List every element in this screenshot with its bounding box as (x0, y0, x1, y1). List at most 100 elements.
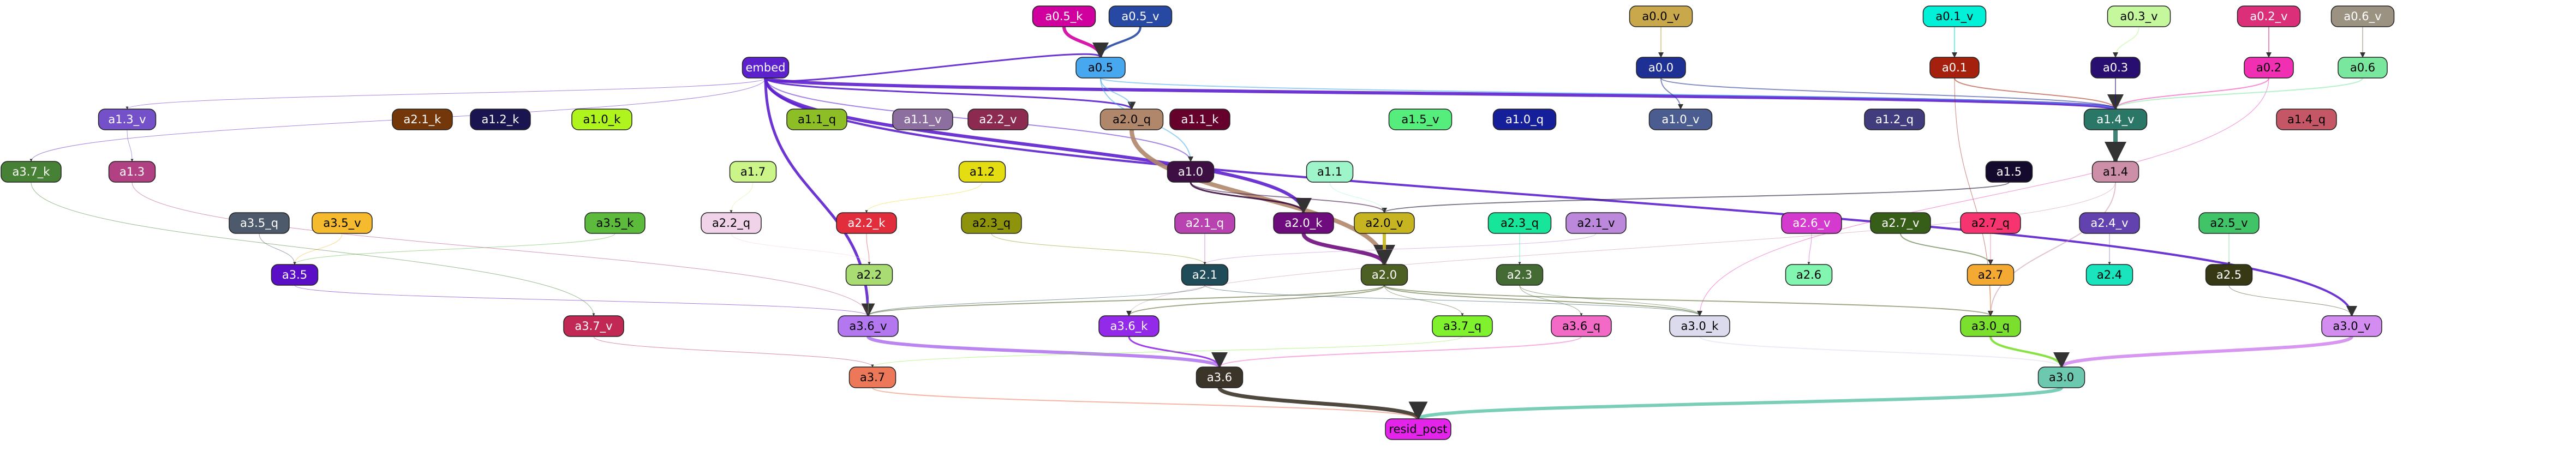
node-resid-post[interactable]: resid_post (1385, 418, 1451, 440)
node-a1-4[interactable]: a1.4 (2091, 161, 2139, 183)
node-a2-6-v[interactable]: a2.6_v (1781, 212, 1842, 234)
node-box (1174, 212, 1235, 234)
node-a0-3-v[interactable]: a0.3_v (2107, 5, 2171, 27)
node-a2-0-v[interactable]: a2.0_v (1354, 212, 1415, 234)
node-a1-1-v[interactable]: a1.1_v (892, 109, 953, 130)
node-box (1967, 264, 2015, 286)
node-a3-6[interactable]: a3.6 (1196, 366, 1244, 388)
node-a2-0-k[interactable]: a2.0_k (1273, 212, 1334, 234)
node-a2-1[interactable]: a2.1 (1181, 264, 1229, 286)
node-a3-5[interactable]: a3.5 (271, 264, 319, 286)
node-a2-7-q[interactable]: a2.7_q (1960, 212, 2021, 234)
edge-a1_5-to-a2_0_v (1382, 182, 2010, 213)
node-a1-0-k[interactable]: a1.0_k (571, 109, 632, 130)
node-a2-3-q[interactable]: a2.3_q (961, 212, 1022, 234)
node-label: a2.3_q (972, 217, 1011, 230)
node-a0-0-v[interactable]: a0.0_v (1629, 5, 1693, 27)
node-box (1551, 315, 1612, 337)
node-a0-1[interactable]: a0.1 (1929, 57, 1980, 79)
edge-a3_7_q-to-a3_7 (871, 336, 1463, 368)
node-a3-5-k[interactable]: a3.5_k (584, 212, 646, 234)
node-a2-7-v[interactable]: a2.7_v (1870, 212, 1931, 234)
node-label: a1.0 (1178, 165, 1203, 178)
node-a0-6-v[interactable]: a0.6_v (2330, 5, 2395, 27)
node-label: a0.1_v (1935, 10, 1973, 23)
node-a1-4-v[interactable]: a1.4_v (2083, 109, 2148, 130)
node-a3-6-q[interactable]: a3.6_q (1551, 315, 1612, 337)
node-a0-1-v[interactable]: a0.1_v (1922, 5, 1987, 27)
node-a1-0-q[interactable]: a1.0_q (1492, 109, 1557, 130)
node-a1-0-v[interactable]: a1.0_v (1648, 109, 1713, 130)
node-box (1099, 109, 1164, 130)
node-a1-2-k[interactable]: a1.2_k (470, 109, 531, 130)
node-box (1432, 315, 1493, 337)
node-a1-4-q[interactable]: a1.4_q (2276, 109, 2337, 130)
edge-a2_3-to-a3_0_k (1519, 285, 1701, 316)
node-a2-3[interactable]: a2.3 (1496, 264, 1544, 286)
node-a2-1-k[interactable]: a2.1_k (392, 109, 453, 130)
node-a3-7-k[interactable]: a3.7_k (1, 161, 62, 183)
node-a1-1[interactable]: a1.1 (1306, 161, 1354, 183)
node-a1-5[interactable]: a1.5 (1985, 161, 2033, 183)
node-a3-5-v[interactable]: a3.5_v (312, 212, 373, 234)
edge-a3_5_v-to-a3_5 (293, 233, 343, 265)
node-a1-2[interactable]: a1.2 (958, 161, 1006, 183)
node-a2-1-q[interactable]: a2.1_q (1174, 212, 1235, 234)
node-embed[interactable]: embed (742, 57, 790, 79)
node-a3-6-v[interactable]: a3.6_v (838, 315, 899, 337)
node-a0-6[interactable]: a0.6 (2338, 57, 2388, 79)
node-a3-7-q[interactable]: a3.7_q (1432, 315, 1493, 337)
node-a2-4[interactable]: a2.4 (2085, 264, 2133, 286)
node-a2-6[interactable]: a2.6 (1785, 264, 1833, 286)
node-a2-5[interactable]: a2.5 (2205, 264, 2253, 286)
node-a3-0-k[interactable]: a3.0_k (1669, 315, 1730, 337)
node-a0-5[interactable]: a0.5 (1075, 57, 1126, 79)
node-a2-2-q[interactable]: a2.2_q (701, 212, 762, 234)
node-a0-5-v[interactable]: a0.5_v (1108, 5, 1173, 27)
edge-a1_1-to-a2_0_v (1329, 182, 1386, 213)
node-a3-7[interactable]: a3.7 (848, 366, 896, 388)
node-a0-0[interactable]: a0.0 (1636, 57, 1686, 79)
node-box (1629, 5, 1693, 27)
node-a1-3[interactable]: a1.3 (108, 161, 156, 183)
node-a1-1-k[interactable]: a1.1_k (1169, 109, 1230, 130)
node-a2-3-q2[interactable]: a2.3_q (1487, 212, 1552, 234)
node-a1-3-v[interactable]: a1.3_v (98, 109, 157, 130)
node-a1-2-q[interactable]: a1.2_q (1864, 109, 1925, 130)
node-box (1169, 109, 1230, 130)
node-a0-2[interactable]: a0.2 (2244, 57, 2294, 79)
node-a3-0-v[interactable]: a3.0_v (2321, 315, 2382, 337)
node-a2-5-v[interactable]: a2.5_v (2198, 212, 2260, 234)
node-a3-5-q[interactable]: a3.5_q (229, 212, 290, 234)
node-a2-2[interactable]: a2.2 (845, 264, 893, 286)
node-a3-0-q[interactable]: a3.0_q (1960, 315, 2021, 337)
node-a2-4-v[interactable]: a2.4_v (2079, 212, 2140, 234)
node-a3-7-v[interactable]: a3.7_v (563, 315, 624, 337)
edge-a3_0_k-to-a3_0 (1699, 336, 2064, 368)
node-a0-3[interactable]: a0.3 (2090, 57, 2141, 79)
node-a1-1-q[interactable]: a1.1_q (786, 109, 847, 130)
edge-a2_2_k-to-a2_2 (866, 233, 871, 265)
node-a1-0[interactable]: a1.0 (1167, 161, 1215, 183)
node-box (2079, 212, 2140, 234)
node-a2-7[interactable]: a2.7 (1967, 264, 2015, 286)
node-a2-2-k[interactable]: a2.2_k (836, 212, 897, 234)
node-label: a2.1_q (1186, 217, 1224, 230)
node-a1-5-v[interactable]: a1.5_v (1388, 109, 1453, 130)
node-a2-2-v[interactable]: a2.2_v (967, 109, 1029, 130)
node-label: a3.5 (282, 268, 307, 281)
node-a0-2-v[interactable]: a0.2_v (2237, 5, 2301, 27)
node-a2-0[interactable]: a2.0 (1360, 264, 1408, 286)
node-a3-6-k[interactable]: a3.6_k (1098, 315, 1160, 337)
node-box (1032, 5, 1096, 27)
node-label: a3.0_v (2333, 320, 2370, 333)
edge-a0_5-to-a1_4_v (1100, 77, 2118, 110)
node-box (848, 366, 896, 388)
node-a0-5-k[interactable]: a0.5_k (1032, 5, 1096, 27)
node-a3-0[interactable]: a3.0 (2037, 366, 2085, 388)
node-box (2338, 57, 2388, 79)
node-a1-7[interactable]: a1.7 (729, 161, 777, 183)
node-a2-0-q[interactable]: a2.0_q (1099, 109, 1164, 130)
node-a2-1-v[interactable]: a2.1_v (1565, 212, 1627, 234)
